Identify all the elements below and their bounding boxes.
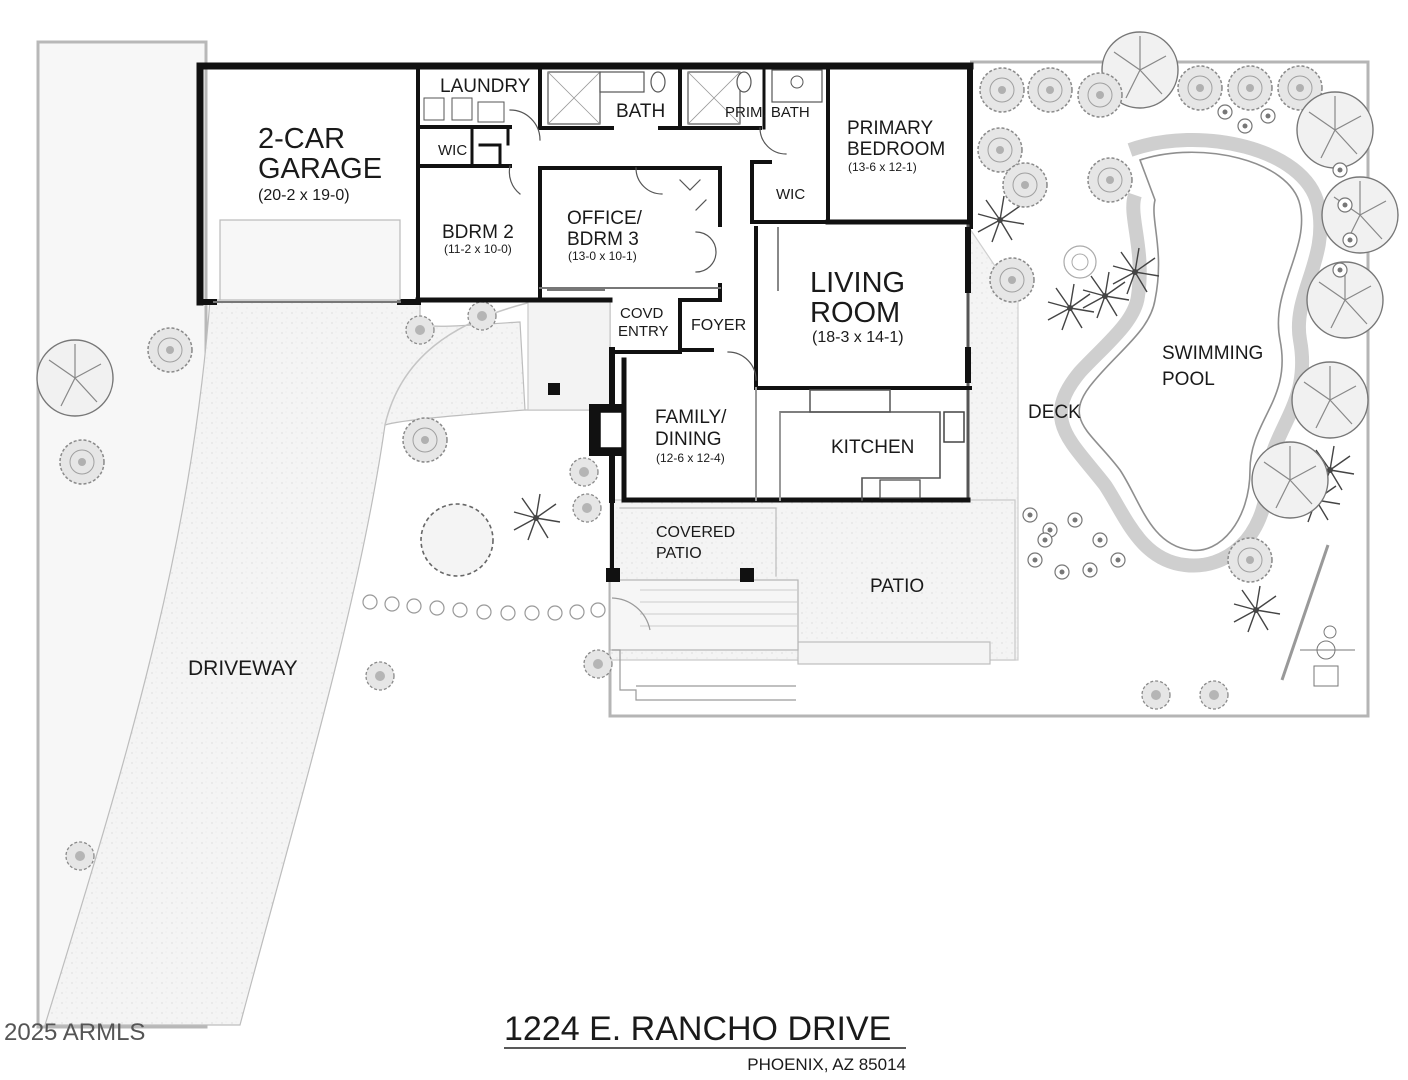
primary-bedroom-label-line2: BEDROOM: [847, 139, 945, 160]
front-walk: [527, 299, 611, 411]
kitchen-label: KITCHEN: [831, 437, 914, 458]
deck-label: DECK: [1028, 402, 1081, 423]
garage-label-line2: GARAGE: [258, 153, 382, 185]
wic-right-label: WIC: [776, 186, 805, 203]
family-dining-label-line2: DINING: [655, 429, 722, 450]
primary-bedroom-size: (13-6 x 12-1): [848, 160, 917, 174]
family-dining-label-line1: FAMILY/: [655, 407, 727, 428]
pool-coping: [1054, 133, 1328, 573]
laundry-label: LAUNDRY: [440, 76, 531, 97]
living-room-size: (18-3 x 14-1): [812, 329, 904, 346]
driveway-paving: [44, 299, 526, 1026]
swimming-pool: [1078, 151, 1303, 552]
wic-left-label: WIC: [438, 142, 467, 159]
primary-bedroom-label-line1: PRIMARY: [847, 118, 934, 139]
bdrm2-size: (11-2 x 10-0): [444, 242, 512, 256]
house-walls: [196, 62, 974, 582]
covd-entry-label-line1: COVD: [620, 305, 664, 322]
prim-bath-label: PRIM. BATH: [725, 104, 810, 121]
room-labels: 2-CAR GARAGE (20-2 x 19-0) LAUNDRY WIC B…: [188, 76, 1263, 680]
bdrm2-label: BDRM 2: [442, 222, 514, 243]
landscape: [36, 31, 1399, 871]
office-label-line2: BDRM 3: [567, 229, 639, 250]
living-room-label-line2: ROOM: [810, 297, 900, 329]
foyer-label: FOYER: [691, 317, 746, 334]
family-dining-size: (12-6 x 12-4): [656, 451, 725, 465]
covd-entry-label-line2: ENTRY: [618, 323, 669, 340]
garage-label-line1: 2-CAR: [258, 123, 345, 155]
office-label-line1: OFFICE/: [567, 208, 643, 229]
office-size: (13-0 x 10-1): [568, 249, 637, 263]
title-block: 1224 E. RANCHO DRIVE PHOENIX, AZ 85014 2…: [4, 1010, 906, 1074]
copyright-watermark: 2025 ARMLS: [4, 1019, 145, 1046]
patio-label: PATIO: [870, 576, 924, 597]
address-title: 1224 E. RANCHO DRIVE: [504, 1010, 891, 1048]
pool-label-line1: SWIMMING: [1162, 343, 1263, 364]
pool-label-line2: POOL: [1162, 369, 1215, 390]
garage-size: (20-2 x 19-0): [258, 187, 350, 204]
living-room-label-line1: LIVING: [810, 267, 905, 299]
patio-steps: [609, 579, 799, 701]
covered-patio-label-line1: COVERED: [656, 524, 735, 541]
driveway-label: DRIVEWAY: [188, 657, 298, 680]
bath-label: BATH: [616, 101, 665, 122]
covered-patio-label-line2: PATIO: [656, 545, 702, 562]
patio-step: [797, 641, 991, 665]
city-line: PHOENIX, AZ 85014: [747, 1055, 906, 1074]
